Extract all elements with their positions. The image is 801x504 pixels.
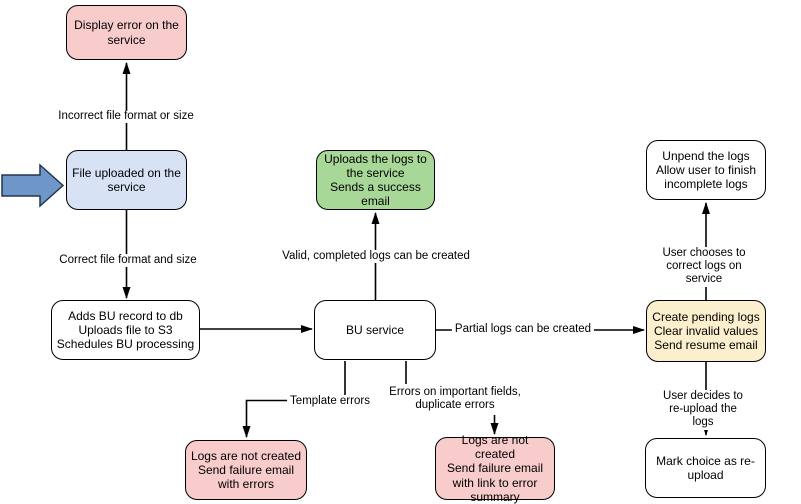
edge-label-valid-completed: Valid, completed logs can be created: [279, 250, 473, 264]
node-mark-choice: Mark choice as re- upload: [645, 438, 766, 498]
edge-label-incorrect-format: Incorrect file format or size: [55, 110, 197, 124]
node-unpend-logs: Unpend the logs Allow user to finish inc…: [646, 140, 766, 200]
node-create-pending: Create pending logs Clear invalid values…: [646, 300, 766, 362]
edge-label-user-reuploads: User decides to re-upload the logs: [654, 390, 752, 430]
node-file-uploaded: File uploaded on the service: [66, 150, 187, 210]
edge-label-template-errors: Template errors: [287, 395, 373, 409]
edge-label-important-fields: Errors on important fields, duplicate er…: [386, 386, 524, 413]
entry-arrow-icon: [1, 163, 65, 208]
node-adds-bu-record: Adds BU record to db Uploads file to S3 …: [51, 300, 200, 360]
node-bu-service: BU service: [314, 300, 436, 360]
node-display-error: Display error on the service: [66, 5, 187, 60]
edge-label-correct-format: Correct file format and size: [56, 254, 200, 268]
edge-label-user-corrects: User chooses to correct logs on service: [655, 247, 753, 287]
node-uploads-logs: Uploads the logs to the service Sends a …: [316, 150, 435, 210]
edge-label-partial-logs: Partial logs can be created: [451, 323, 595, 337]
node-logs-not-created-errors: Logs are not created Send failure email …: [185, 440, 307, 500]
node-logs-not-created-summary: Logs are not created Send failure email …: [435, 433, 555, 504]
